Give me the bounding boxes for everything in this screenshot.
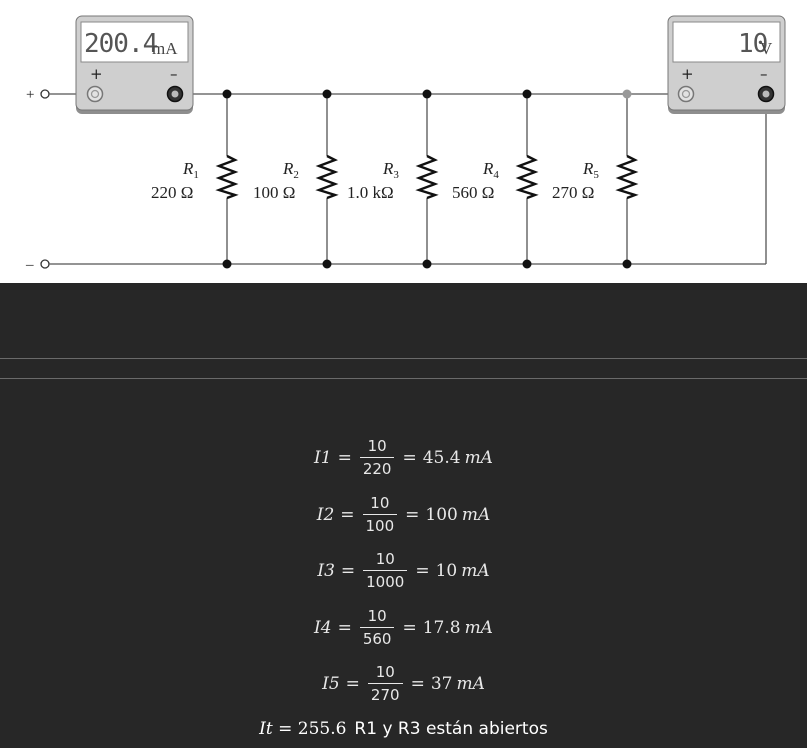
junction-dot bbox=[422, 259, 432, 269]
ammeter: 200.4 mA + – bbox=[75, 15, 194, 114]
resistor-r1 bbox=[215, 154, 239, 200]
resistor-r5-name: R5 bbox=[582, 159, 599, 181]
voltmeter: 10 V + – bbox=[667, 15, 786, 114]
junction-dot bbox=[222, 89, 232, 99]
junction-dot bbox=[422, 89, 432, 99]
junction-dot bbox=[222, 259, 232, 269]
equation-result: 45.4 bbox=[422, 447, 461, 468]
resistor-r2-value: 100 Ω bbox=[253, 183, 295, 202]
equation-lhs: I3 bbox=[317, 560, 335, 581]
ammeter-plus-label: + bbox=[90, 65, 103, 83]
minus-terminal-label: – bbox=[25, 257, 34, 273]
voltmeter-plus-label: + bbox=[681, 65, 694, 83]
voltmeter-minus-label: – bbox=[760, 65, 768, 83]
total-note: R1 y R3 están abiertos bbox=[354, 719, 548, 739]
equation-lhs: I2 bbox=[316, 504, 335, 525]
equation-lhs: I5 bbox=[322, 673, 340, 694]
equation-unit: mA bbox=[464, 447, 493, 468]
total-lhs: It bbox=[259, 719, 273, 739]
resistor-r3 bbox=[415, 154, 439, 200]
voltmeter-unit: V bbox=[760, 39, 773, 58]
resistor-r4-value: 560 Ω bbox=[452, 183, 494, 202]
resistor-r3-name: R3 bbox=[382, 159, 399, 181]
junction-dot bbox=[522, 259, 532, 269]
equation-unit: mA bbox=[461, 560, 490, 581]
junction-dot bbox=[622, 89, 632, 99]
equation-unit: mA bbox=[456, 673, 485, 694]
equation-result: 10 bbox=[435, 560, 458, 581]
resistor-r1-name: R1 bbox=[182, 159, 199, 181]
ammeter-minus-label: – bbox=[170, 65, 178, 83]
resistor-r4-name: R4 bbox=[482, 159, 499, 181]
minus-terminal bbox=[40, 259, 50, 269]
total-value: 255.6 bbox=[297, 719, 347, 739]
resistor-r5-value: 270 Ω bbox=[552, 183, 594, 202]
junction-dot bbox=[522, 89, 532, 99]
resistor-r3-value: 1.0 kΩ bbox=[347, 183, 394, 202]
ammeter-unit: mA bbox=[152, 39, 178, 58]
junction-dot bbox=[322, 259, 332, 269]
equation-result: 17.8 bbox=[422, 617, 461, 638]
equation-lhs: I4 bbox=[314, 617, 332, 638]
resistor-r5 bbox=[615, 154, 639, 200]
equation-result: 37 bbox=[430, 673, 453, 694]
divider bbox=[0, 358, 807, 359]
resistor-r1-value: 220 Ω bbox=[151, 183, 193, 202]
voltmeter-plus-jack bbox=[677, 85, 695, 103]
wires bbox=[49, 93, 767, 265]
voltmeter-reading: 10 bbox=[738, 29, 767, 59]
equation-result: 100 bbox=[425, 504, 458, 525]
ammeter-reading: 200.4 bbox=[84, 29, 158, 59]
plus-terminal-label: + bbox=[26, 87, 34, 103]
resistor-r4 bbox=[515, 154, 539, 200]
divider bbox=[0, 378, 807, 379]
junction-dot bbox=[322, 89, 332, 99]
plus-terminal bbox=[40, 89, 50, 99]
ammeter-plus-jack bbox=[86, 85, 104, 103]
equation-unit: mA bbox=[461, 504, 491, 525]
resistor-r2 bbox=[315, 154, 339, 200]
resistor-r2-name: R2 bbox=[282, 159, 299, 181]
equation-lhs: I1 bbox=[314, 447, 332, 468]
circuit-diagram: + – bbox=[0, 0, 807, 283]
junction-dot bbox=[622, 259, 632, 269]
equation-unit: mA bbox=[464, 617, 493, 638]
